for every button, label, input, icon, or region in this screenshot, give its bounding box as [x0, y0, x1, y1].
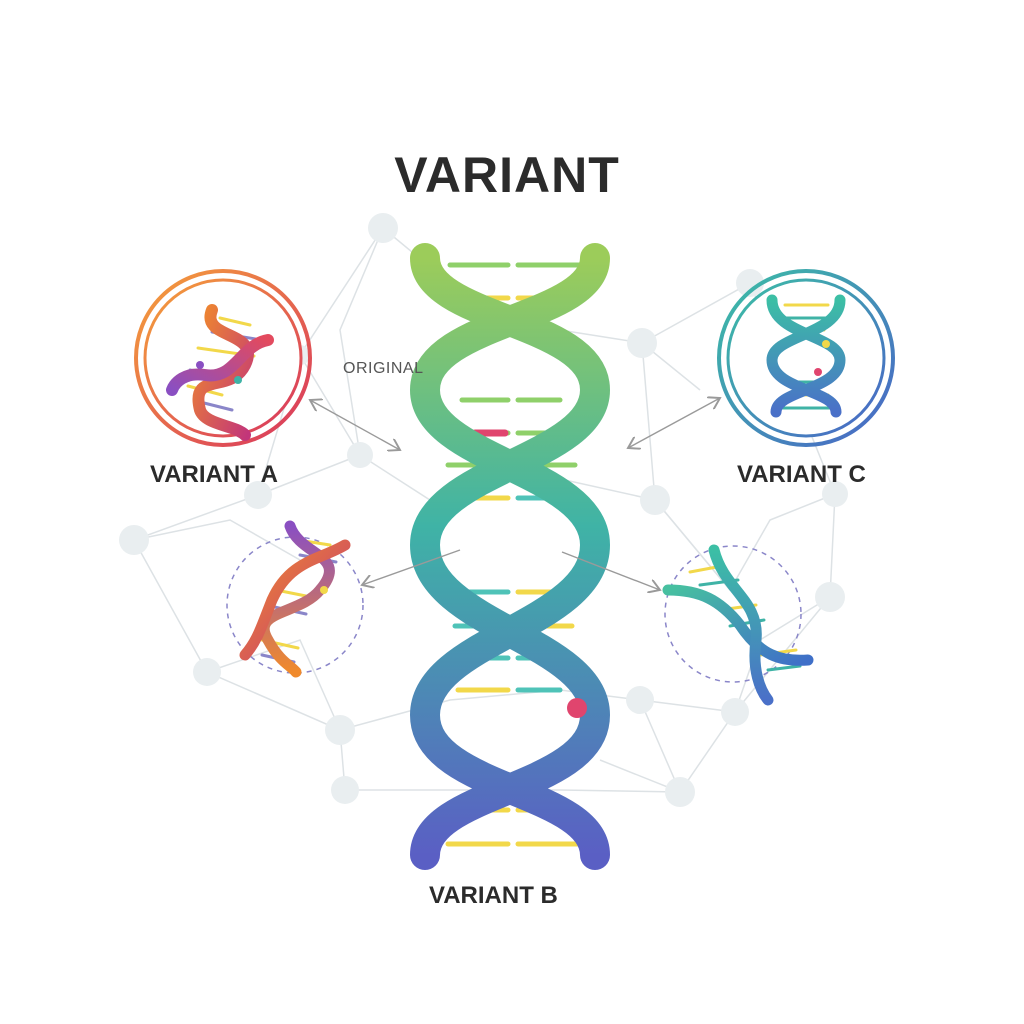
diagram-title: VARIANT	[394, 147, 620, 203]
original-label: ORIGINAL	[343, 360, 424, 377]
variant-a-badge	[134, 269, 312, 447]
main-helix	[409, 243, 611, 870]
background-network-nodes	[119, 213, 848, 807]
variant-b-left-badge	[226, 520, 364, 678]
mutation-marker	[567, 698, 587, 718]
variant-b-label: VARIANT B	[429, 882, 558, 909]
variant-a-label: VARIANT A	[150, 461, 278, 488]
variant-c-label: VARIANT C	[737, 461, 866, 488]
connector-arrows	[310, 398, 720, 590]
variant-c-badge	[717, 269, 895, 447]
variant-b-right-badge	[662, 544, 814, 706]
